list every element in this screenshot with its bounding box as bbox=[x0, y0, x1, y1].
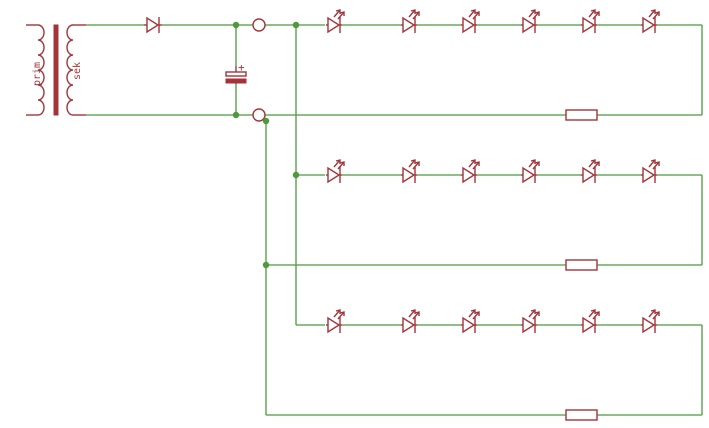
led-strings bbox=[326, 9, 703, 416]
led bbox=[326, 9, 345, 34]
secondary-winding bbox=[66, 24, 74, 116]
led bbox=[401, 159, 420, 184]
led bbox=[461, 309, 480, 334]
output-terminal-positive bbox=[252, 18, 266, 32]
secondary-label: sek bbox=[72, 62, 83, 80]
output-terminal-negative bbox=[252, 108, 266, 122]
led bbox=[581, 9, 600, 34]
led bbox=[401, 9, 420, 34]
led bbox=[326, 159, 345, 184]
led-string-1 bbox=[326, 9, 703, 116]
capacitor-polarity: + bbox=[238, 61, 245, 74]
wires bbox=[86, 24, 566, 416]
led bbox=[641, 309, 660, 334]
resistors bbox=[565, 109, 598, 421]
transformer: prim sek bbox=[26, 24, 86, 116]
junctions bbox=[232, 21, 300, 269]
led bbox=[581, 159, 600, 184]
led bbox=[521, 9, 540, 34]
led-string-3 bbox=[326, 309, 703, 416]
led bbox=[461, 9, 480, 34]
primary-label: prim bbox=[32, 62, 43, 86]
led bbox=[461, 159, 480, 184]
led bbox=[401, 309, 420, 334]
rectifier-diode bbox=[144, 16, 162, 34]
series-resistor-1 bbox=[565, 109, 598, 121]
led bbox=[641, 9, 660, 34]
series-resistor-2 bbox=[565, 259, 598, 271]
primary-winding bbox=[37, 24, 45, 116]
led-string-2 bbox=[326, 159, 703, 266]
led bbox=[326, 309, 345, 334]
led bbox=[521, 309, 540, 334]
transformer-core bbox=[53, 24, 59, 116]
electrolytic-capacitor: + bbox=[225, 61, 247, 84]
led bbox=[641, 159, 660, 184]
led bbox=[521, 159, 540, 184]
series-resistor-3 bbox=[565, 409, 598, 421]
led bbox=[581, 309, 600, 334]
